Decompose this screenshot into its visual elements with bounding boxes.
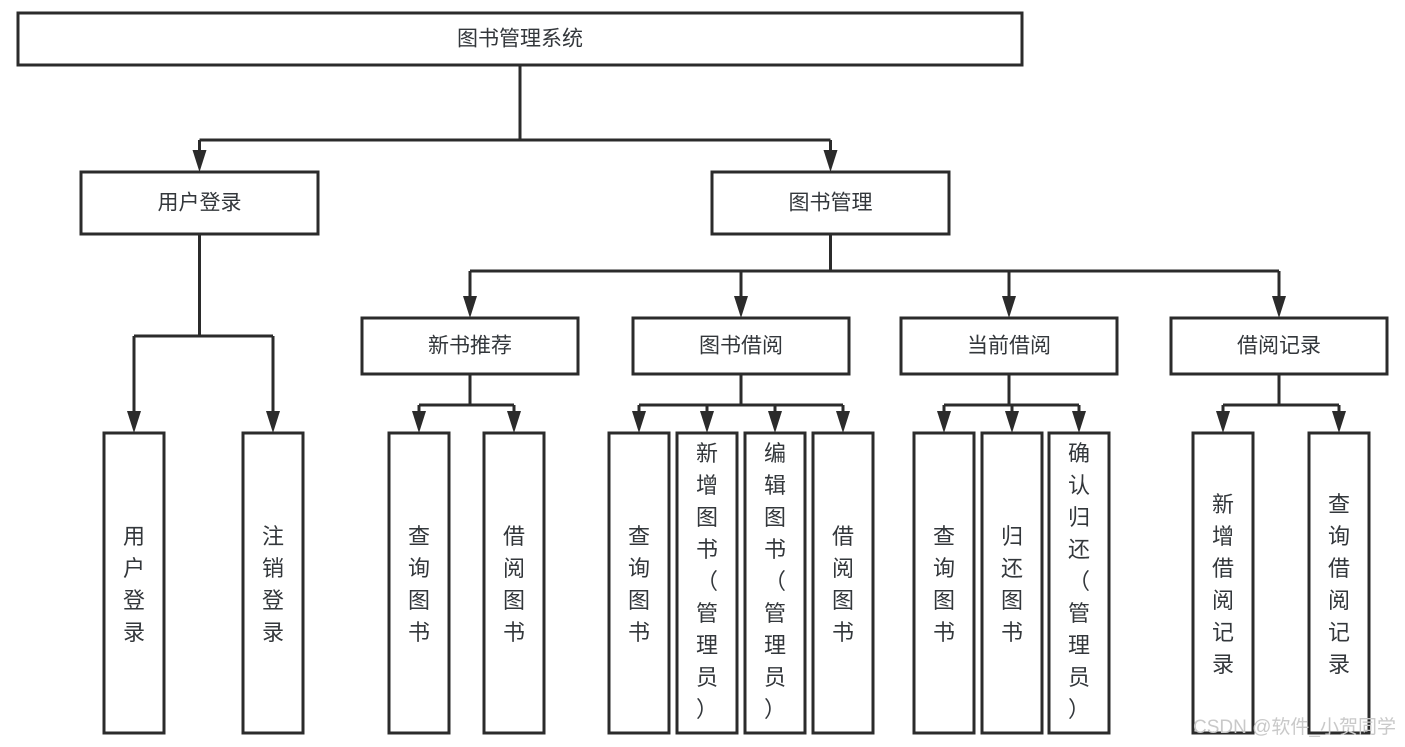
node-box[interactable] — [899, 316, 1119, 376]
node-box[interactable] — [811, 431, 875, 735]
node-leaf-10[interactable]: 确认归还（管理员） — [1047, 431, 1111, 735]
node-leaf-6[interactable]: 编辑图书（管理员） — [743, 431, 807, 735]
node-label: 确认归还（管理员） — [1068, 441, 1090, 722]
node-box[interactable] — [607, 431, 671, 735]
node-label: 归还图书 — [1001, 524, 1023, 645]
node-level2-1[interactable]: 图书借阅 — [631, 316, 851, 376]
node-label: 借阅图书 — [832, 524, 854, 645]
node-box[interactable] — [241, 431, 305, 735]
node-box[interactable] — [102, 431, 166, 735]
node-leaf-1[interactable]: 注销登录 — [241, 431, 305, 735]
node-box[interactable] — [79, 170, 320, 236]
node-box[interactable] — [16, 11, 1024, 67]
node-level1-1[interactable]: 图书管理 — [710, 170, 951, 236]
node-box[interactable] — [912, 431, 976, 735]
node-leaf-8[interactable]: 查询图书 — [912, 431, 976, 735]
node-box[interactable] — [631, 316, 851, 376]
node-box[interactable] — [1047, 431, 1111, 735]
node-label: 新书推荐 — [428, 335, 512, 358]
node-label: 图书管理系统 — [457, 28, 583, 51]
node-label: 查询图书 — [408, 524, 430, 645]
node-leaf-3[interactable]: 借阅图书 — [482, 431, 546, 735]
node-box[interactable] — [1169, 316, 1389, 376]
node-leaf-0[interactable]: 用户登录 — [102, 431, 166, 735]
node-box[interactable] — [1307, 431, 1371, 735]
node-leaf-4[interactable]: 查询图书 — [607, 431, 671, 735]
watermark-text: CSDN @软件_小贺同学 — [1193, 716, 1396, 738]
node-box[interactable] — [675, 431, 739, 735]
node-label: 查询借阅记录 — [1328, 492, 1350, 677]
node-label: 图书管理 — [789, 192, 873, 215]
node-label: 当前借阅 — [967, 335, 1051, 358]
node-leaf-12[interactable]: 查询借阅记录 — [1307, 431, 1371, 735]
node-label: 新增借阅记录 — [1212, 492, 1234, 677]
node-label: 用户登录 — [158, 192, 242, 215]
node-leaf-2[interactable]: 查询图书 — [387, 431, 451, 735]
node-label: 编辑图书（管理员） — [764, 441, 786, 722]
node-box[interactable] — [743, 431, 807, 735]
node-root-system[interactable]: 图书管理系统 — [16, 11, 1024, 67]
node-label: 查询图书 — [628, 524, 650, 645]
node-label: 借阅图书 — [503, 524, 525, 645]
node-level2-0[interactable]: 新书推荐 — [360, 316, 580, 376]
node-level1-0[interactable]: 用户登录 — [79, 170, 320, 236]
node-box[interactable] — [360, 316, 580, 376]
node-box[interactable] — [710, 170, 951, 236]
node-leaf-9[interactable]: 归还图书 — [980, 431, 1044, 735]
node-label: 用户登录 — [123, 524, 145, 645]
node-level2-3[interactable]: 借阅记录 — [1169, 316, 1389, 376]
connector-layer — [127, 65, 1346, 433]
node-label: 查询图书 — [933, 524, 955, 645]
node-leaf-7[interactable]: 借阅图书 — [811, 431, 875, 735]
node-box[interactable] — [482, 431, 546, 735]
node-label: 图书借阅 — [699, 335, 783, 358]
node-label: 新增图书（管理员） — [696, 441, 718, 722]
node-label: 注销登录 — [262, 524, 284, 645]
node-level2-2[interactable]: 当前借阅 — [899, 316, 1119, 376]
node-box[interactable] — [980, 431, 1044, 735]
node-label: 借阅记录 — [1237, 335, 1321, 358]
node-box[interactable] — [387, 431, 451, 735]
node-layer: 图书管理系统用户登录图书管理新书推荐图书借阅当前借阅借阅记录用户登录注销登录查询… — [16, 11, 1389, 735]
node-box[interactable] — [1191, 431, 1255, 735]
node-leaf-11[interactable]: 新增借阅记录 — [1191, 431, 1255, 735]
node-leaf-5[interactable]: 新增图书（管理员） — [675, 431, 739, 735]
